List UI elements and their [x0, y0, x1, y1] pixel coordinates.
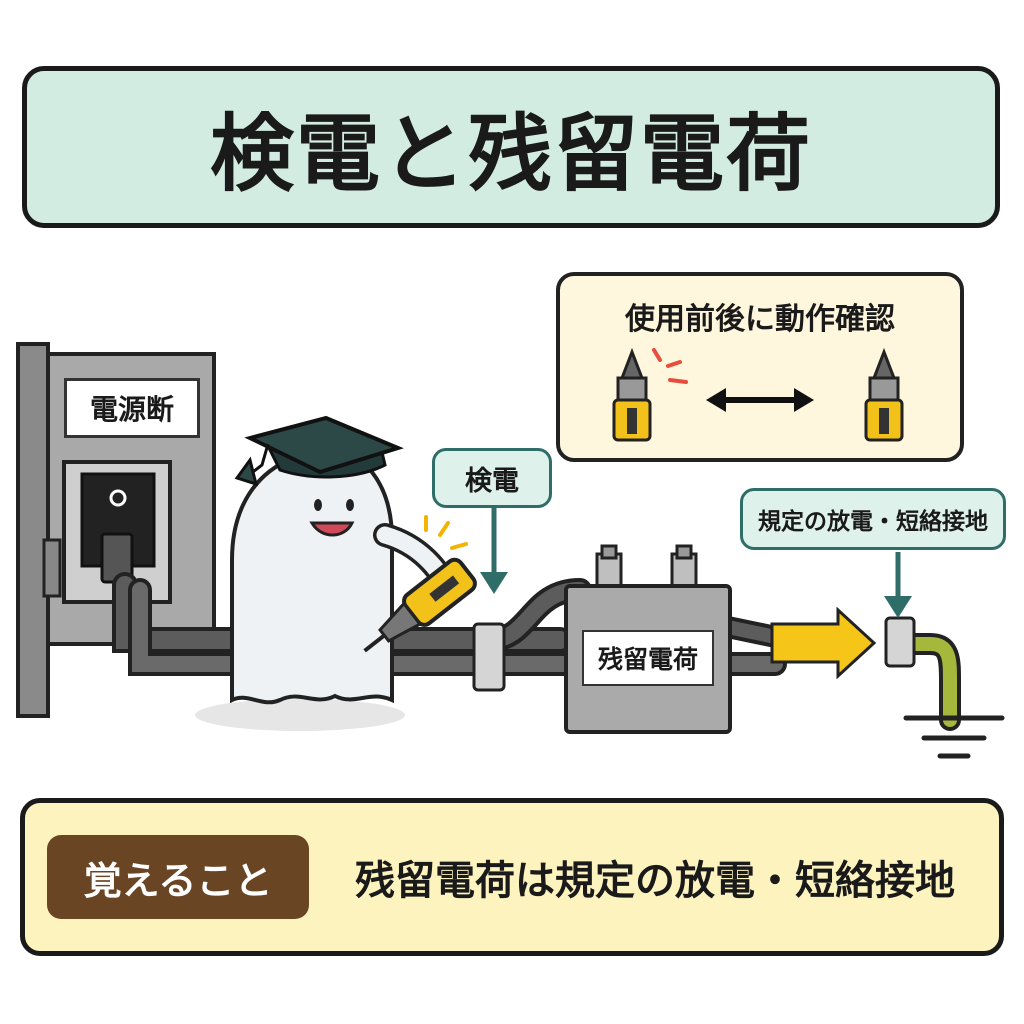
- memo-text: 残留電荷は規定の放電・短絡接地: [355, 858, 955, 904]
- tester-tag-text: 検電: [465, 465, 519, 497]
- tester-tag: 検電: [432, 448, 552, 508]
- discharge-tag: 規定の放電・短絡接地: [740, 488, 1006, 550]
- memo-badge: 覚えること: [47, 835, 309, 919]
- page-title: 検電と残留電荷: [209, 104, 812, 203]
- discharge-tag-text: 規定の放電・短絡接地: [758, 509, 988, 535]
- ground-symbol-icon: [903, 715, 1005, 759]
- panel-label-text: 電源断: [89, 393, 174, 426]
- voltage-tester-icon: [363, 515, 477, 653]
- cable-clamp: [472, 622, 506, 692]
- ground-pointer-arrow: [884, 552, 912, 618]
- tester-pointer-arrow: [480, 506, 508, 594]
- callout-title: 使用前後に動作確認: [625, 302, 895, 337]
- ground-wire: [894, 633, 961, 731]
- callout-box: 使用前後に動作確認: [556, 272, 964, 462]
- shadow: [195, 699, 405, 731]
- device-label: 残留電荷: [582, 630, 714, 686]
- ground-clamp: [884, 616, 916, 668]
- panel-label: 電源断: [64, 378, 200, 438]
- device-label-text: 残留電荷: [597, 645, 698, 674]
- flow-arrow-icon: [770, 606, 877, 680]
- title-banner: 検電と残留電荷: [22, 66, 1000, 228]
- memo-bar: 覚えること 残留電荷は規定の放電・短絡接地: [20, 798, 1004, 956]
- graduation-cap-icon: [234, 415, 404, 487]
